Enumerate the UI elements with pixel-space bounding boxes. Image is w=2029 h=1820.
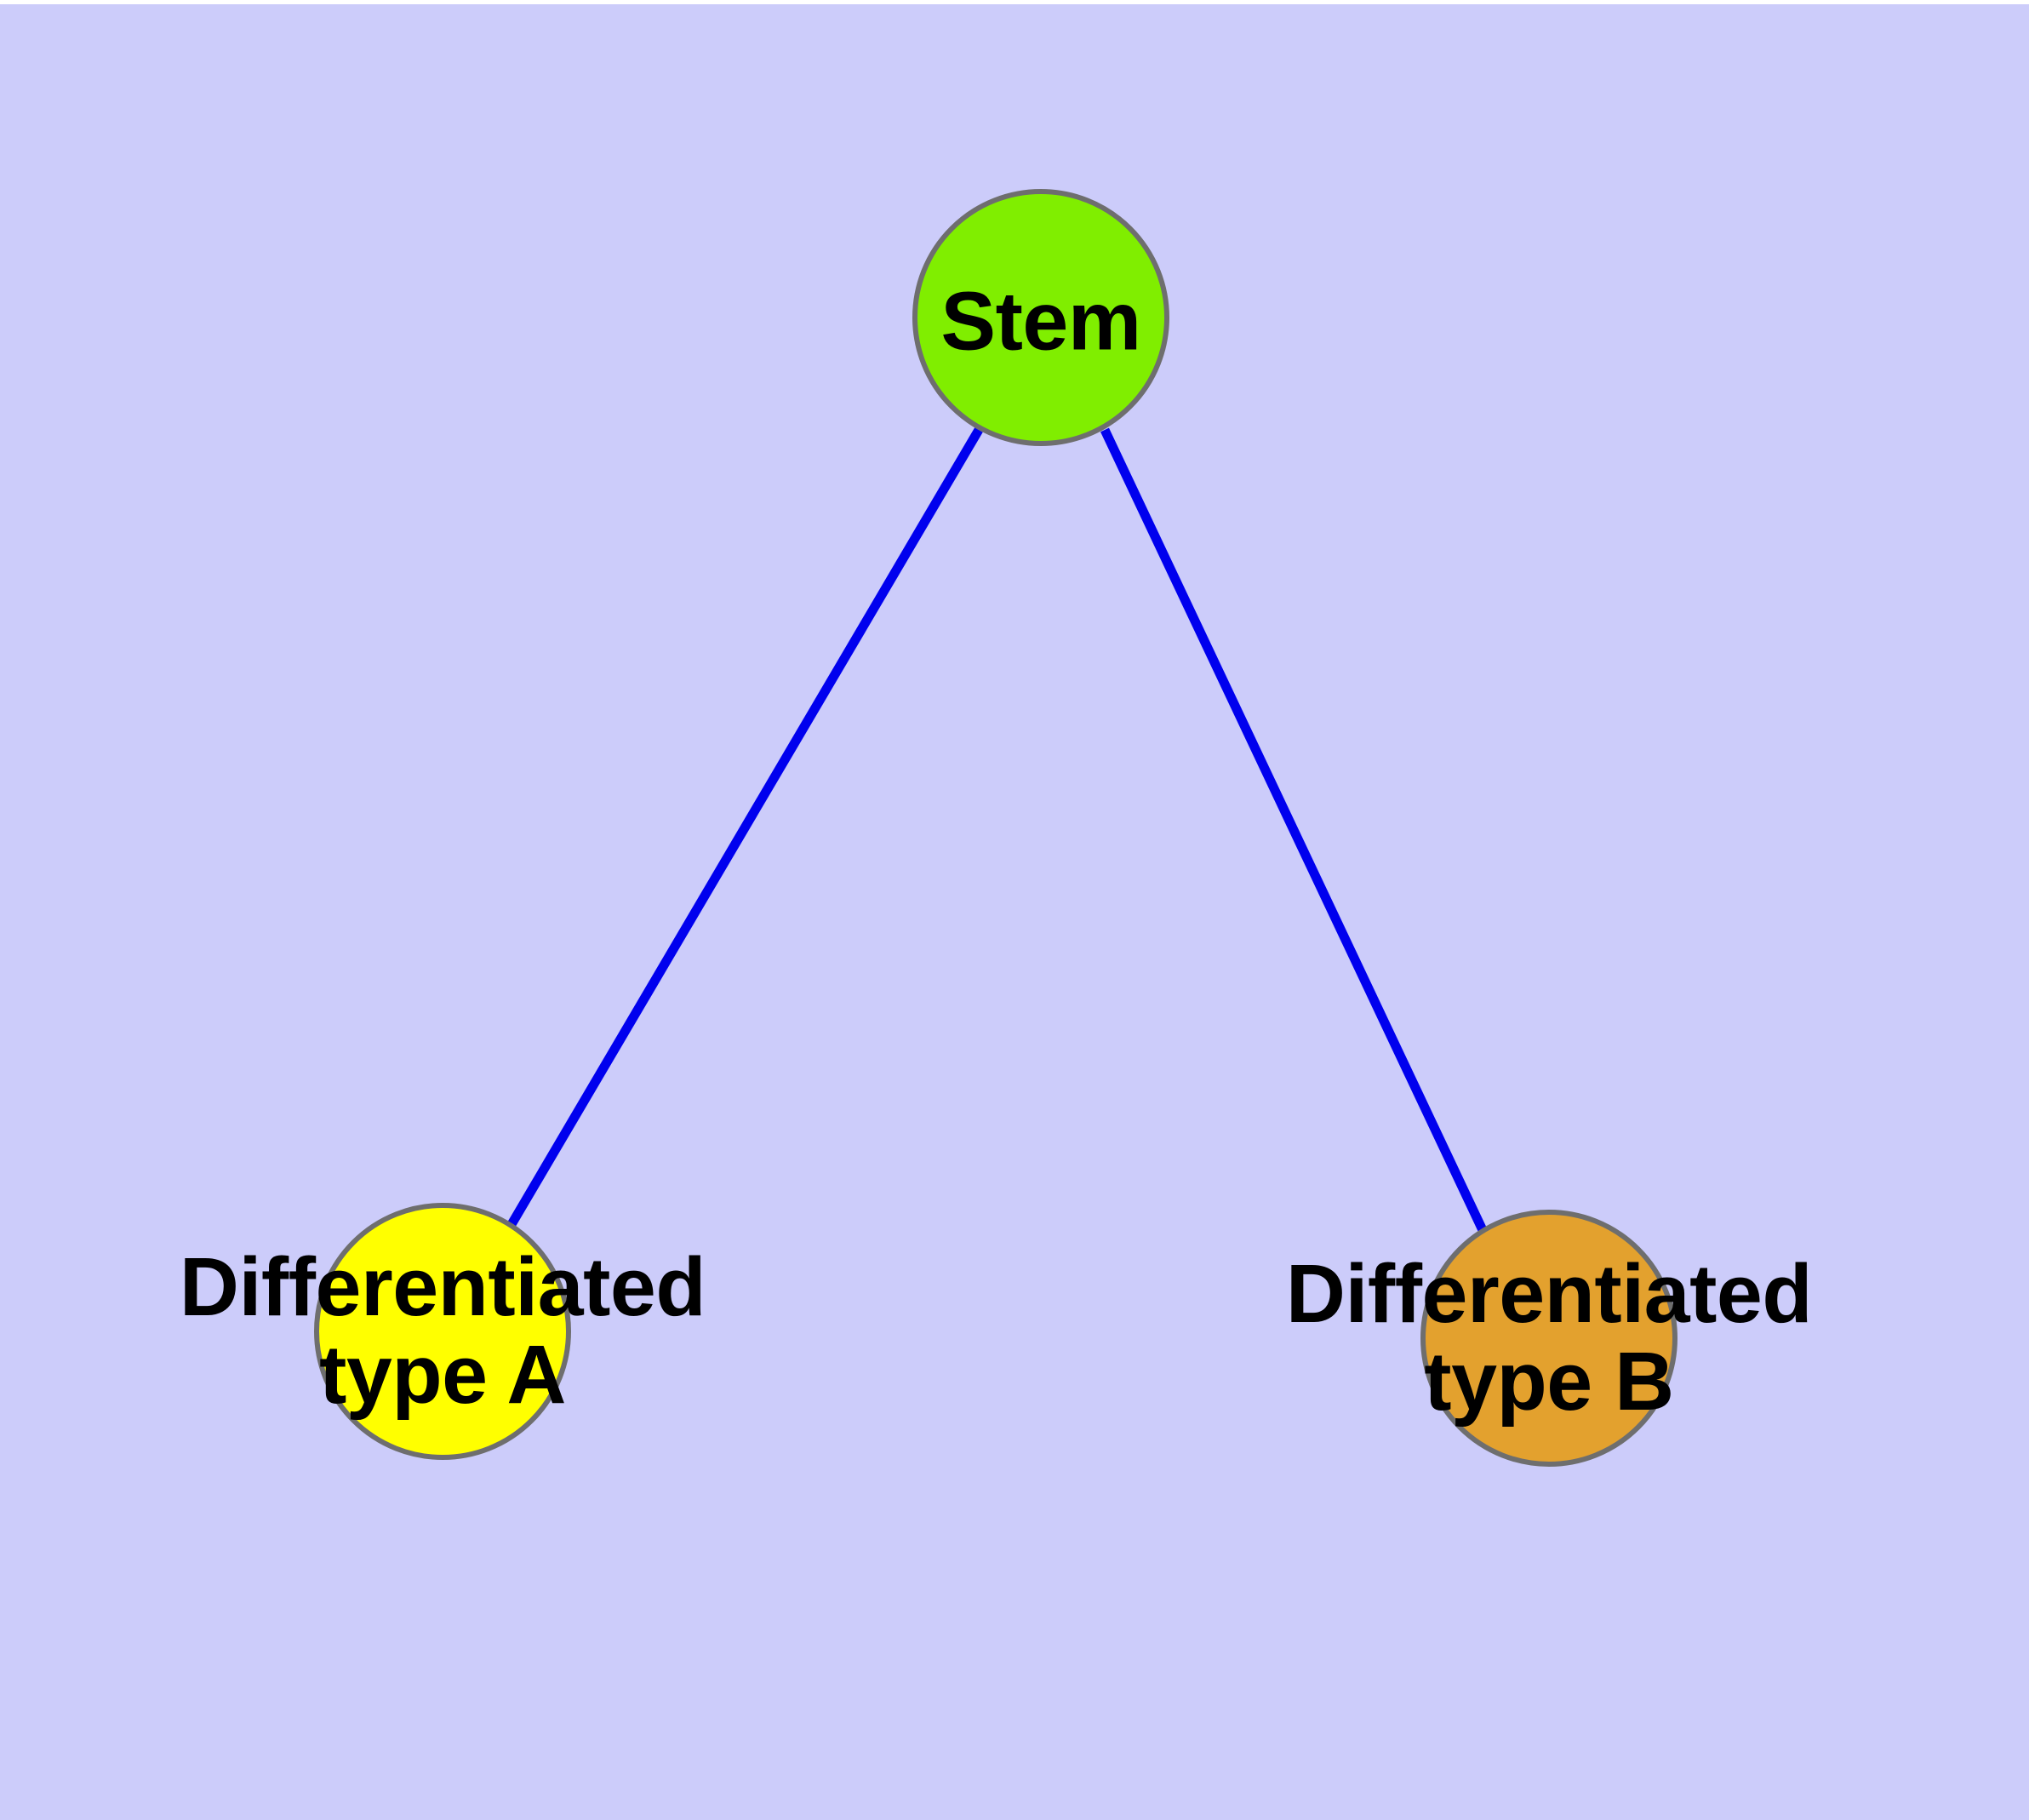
edge-group (506, 427, 1487, 1233)
node-stem[interactable] (912, 189, 1169, 446)
node-differentiated-type-a[interactable] (314, 1203, 571, 1460)
edge-stem-to-differentiated-b (1100, 427, 1487, 1233)
node-group (314, 189, 1677, 1467)
node-differentiated-type-b[interactable] (1420, 1210, 1677, 1467)
edge-stem-to-differentiated-a (506, 427, 983, 1228)
